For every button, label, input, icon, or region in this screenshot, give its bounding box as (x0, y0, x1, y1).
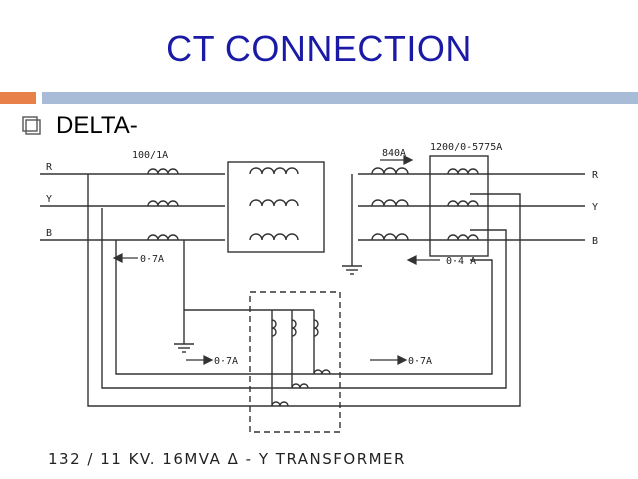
phase-r-right: R (592, 170, 599, 181)
accent-bar-blue (42, 92, 638, 104)
diagram-caption: 132 / 11 KV. 16MVA Δ - Y TRANSFORMER (48, 450, 406, 468)
current-right-label: 0·4 A (446, 256, 476, 267)
ct-connection-diagram: 100/1A 1200/0-5775A 840A 0·7A 0·4 A 0·7A… (40, 142, 599, 468)
phase-b-left: B (46, 228, 52, 239)
current-mid-label: 0·7A (214, 356, 238, 367)
current-left-label: 0·7A (140, 254, 164, 265)
accent-bar-orange (0, 92, 36, 104)
ct-left-rating: 100/1A (132, 150, 168, 161)
phase-b-right: B (592, 236, 598, 247)
bullet-box-icon (22, 116, 41, 135)
current-right-mid-label: 0·7A (408, 356, 432, 367)
phase-y-right: Y (592, 202, 598, 213)
page-title: CT CONNECTION (166, 28, 472, 69)
ct-right-rating: 1200/0-5775A (430, 142, 502, 153)
phase-r-left: R (46, 162, 53, 173)
bullet-text: DELTA- (56, 112, 138, 139)
phase-y-left: Y (46, 194, 52, 205)
current-840-label: 840A (382, 148, 406, 159)
